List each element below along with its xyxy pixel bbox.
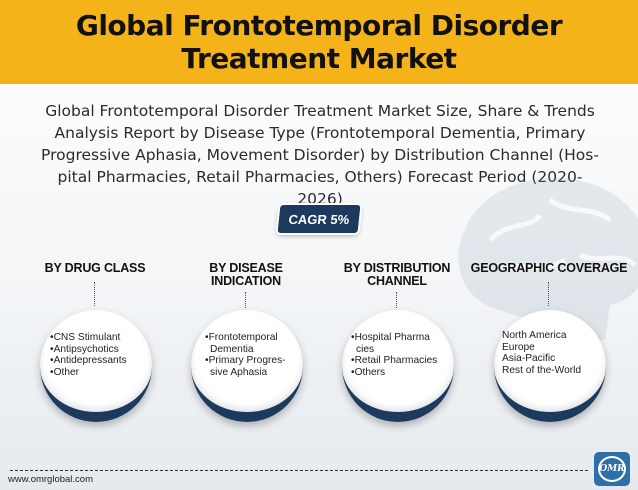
- list-item: •Antidepressants: [50, 355, 127, 366]
- list-item: Europe: [502, 341, 535, 353]
- footer-url: www.omrglobal.com: [8, 474, 93, 485]
- report-subtitle: Global Frontotemporal Disorder Treatment…: [41, 102, 599, 208]
- segment-circle: •Hospital Pharma cies •Retail Pharmacies…: [342, 310, 454, 422]
- list-item: •Hospital Pharma: [351, 332, 430, 343]
- list-item: •Other: [50, 366, 80, 378]
- brain-icon: [458, 177, 638, 342]
- logo-text: OMR: [598, 456, 626, 482]
- list-item: •Frontotemporal: [205, 332, 278, 343]
- segment-circle: •CNS Stimulant •Antipsychotics •Antidepr…: [40, 310, 152, 422]
- cagr-badge: CAGR 5%: [277, 205, 361, 233]
- page-title: Global Frontotemporal Disorder Treatment…: [75, 9, 563, 75]
- list-item: •Antipsychotics: [50, 343, 119, 355]
- segment-items: •Frontotemporal Dementia •Primary Progre…: [205, 332, 301, 378]
- list-item: Dementia: [210, 343, 254, 355]
- list-item: North America: [502, 330, 567, 341]
- connector-line: [548, 282, 549, 306]
- connector-line: [245, 292, 246, 308]
- list-item: •Primary Progres-: [205, 355, 286, 366]
- segment-geographic-coverage: GEOGRAPHIC COVERAGE North America Europe…: [471, 256, 628, 426]
- segment-items: •Hospital Pharma cies •Retail Pharmacies…: [351, 332, 447, 378]
- list-item: Asia-Pacific: [502, 353, 556, 364]
- segment-circle: North America Europe Asia-Pacific Rest o…: [494, 310, 606, 422]
- segment-drug-class: BY DRUG CLASS •CNS Stimulant •Antipsycho…: [20, 256, 170, 426]
- segment-disease-indication: BY DISEASE INDICATION •Frontotemporal De…: [171, 256, 321, 426]
- header-banner: Global Frontotemporal Disorder Treatment…: [0, 0, 638, 84]
- segment-title: BY DISEASE INDICATION: [209, 261, 283, 288]
- segment-distribution-channel: BY DISTRIBUTION CHANNEL •Hospital Pharma…: [322, 256, 472, 426]
- footer-divider: [10, 470, 588, 471]
- list-item: cies: [356, 343, 375, 355]
- segment-items: •CNS Stimulant •Antipsychotics •Antidepr…: [50, 332, 146, 378]
- list-item: Rest of the-World: [502, 364, 582, 376]
- omr-logo-icon: OMR: [594, 452, 630, 486]
- list-item: sive Aphasia: [210, 366, 268, 378]
- segment-title: GEOGRAPHIC COVERAGE: [470, 261, 628, 275]
- segment-circle: •Frontotemporal Dementia •Primary Progre…: [191, 310, 303, 422]
- segment-items: North America Europe Asia-Pacific Rest o…: [502, 330, 602, 376]
- connector-line: [396, 292, 397, 308]
- connector-line: [94, 282, 95, 306]
- list-item: •Others: [351, 366, 386, 378]
- segment-title: BY DISTRIBUTION CHANNEL: [343, 261, 451, 288]
- segment-title: BY DRUG CLASS: [44, 261, 146, 275]
- list-item: •Retail Pharmacies: [351, 355, 438, 366]
- list-item: •CNS Stimulant: [50, 332, 121, 343]
